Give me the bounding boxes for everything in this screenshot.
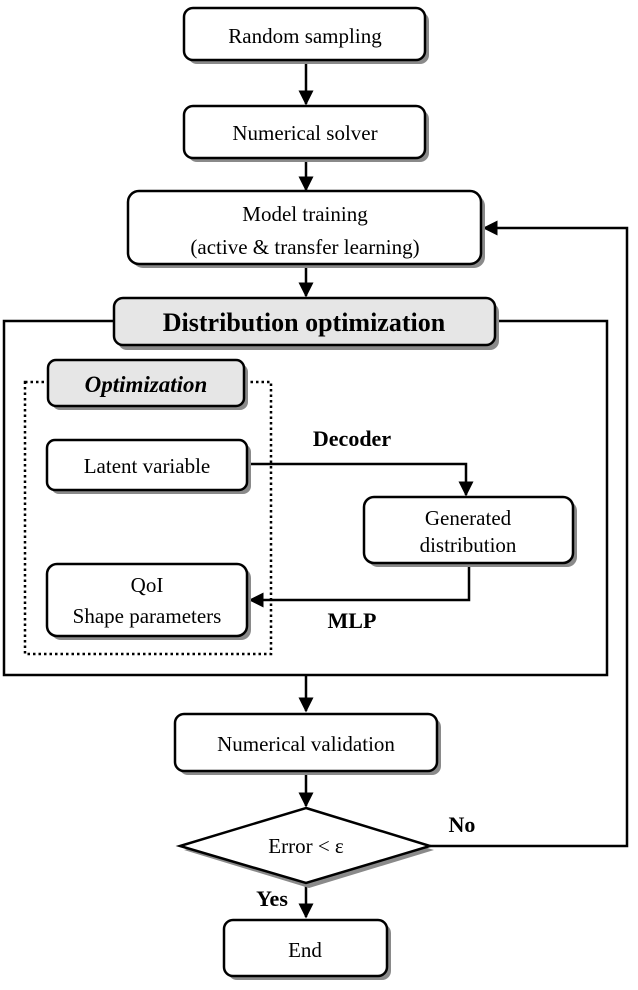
optimization-label: Optimization [85, 372, 208, 397]
no-edge-label: No [449, 812, 476, 837]
distribution-optimization-label: Distribution optimization [163, 308, 446, 337]
qoi-node: QoI Shape parameters [45, 562, 251, 640]
latent-variable-node: Latent variable [45, 438, 251, 494]
distribution-optimization-title: Distribution optimization [112, 296, 499, 350]
model-training-label-1: Model training [242, 202, 368, 226]
model-training-label-2: (active & transfer learning) [190, 235, 419, 259]
numerical-solver-label: Numerical solver [232, 121, 377, 145]
end-node: End [222, 918, 391, 980]
edge-generated-to-qoi [248, 566, 471, 608]
random-sampling-node: Random sampling [182, 6, 429, 64]
generated-distribution-label-2: distribution [420, 533, 517, 557]
qoi-label-2: Shape parameters [73, 604, 222, 628]
decision-label: Error < ε [268, 834, 344, 858]
numerical-validation-label: Numerical validation [217, 732, 395, 756]
generated-distribution-node: Generated distribution [362, 495, 577, 567]
model-training-node: Model training (active & transfer learni… [126, 189, 485, 268]
edge-latent-to-generated [248, 462, 474, 497]
numerical-validation-node: Numerical validation [173, 712, 441, 775]
mlp-edge-label: MLP [328, 608, 377, 633]
latent-variable-label: Latent variable [84, 454, 211, 478]
yes-edge-label: Yes [256, 886, 288, 911]
numerical-solver-node: Numerical solver [182, 104, 429, 162]
edge-no-loop [430, 220, 629, 848]
optimization-title: Optimization [46, 358, 248, 410]
decoder-edge-label: Decoder [313, 426, 391, 451]
decision-node: Error < ε [175, 806, 435, 888]
generated-distribution-label-1: Generated [425, 506, 512, 530]
random-sampling-label: Random sampling [228, 24, 382, 48]
qoi-label-1: QoI [131, 573, 164, 597]
end-label: End [288, 938, 322, 962]
